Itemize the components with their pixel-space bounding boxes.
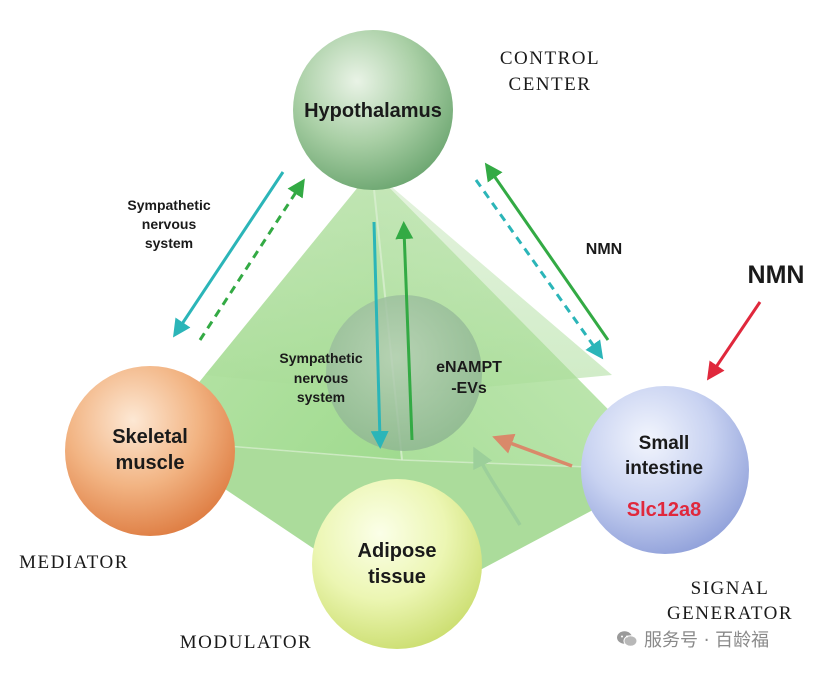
intestine-sphere bbox=[581, 386, 749, 554]
role-control-line2: CENTER bbox=[509, 74, 592, 95]
arrow-hypo-to-center-teal bbox=[370, 221, 389, 449]
intestine-gene-label: Slc12a8 bbox=[627, 499, 702, 521]
watermark: 服务号 · 百龄福 bbox=[616, 626, 769, 652]
skeletal-node: Skeletal muscle bbox=[65, 366, 235, 536]
center-node: eNAMPT -EVs bbox=[326, 295, 502, 451]
sns-left-line3: system bbox=[145, 235, 193, 251]
role-modulator: MODULATOR bbox=[180, 632, 312, 653]
wechat-icon bbox=[617, 631, 638, 647]
pyramid-face-top bbox=[205, 170, 612, 395]
intestine-label-line2: intestine bbox=[625, 458, 703, 479]
hypothalamus-label: Hypothalamus bbox=[304, 100, 442, 122]
center-sphere bbox=[326, 295, 482, 451]
arrow-intestine-to-hypo-green bbox=[484, 162, 610, 341]
watermark-text: 服务号 · 百龄福 bbox=[644, 630, 770, 651]
arrow-intestine-to-center-salmon bbox=[492, 433, 573, 468]
center-label-line2: -EVs bbox=[451, 380, 487, 397]
arrow-nmn-red bbox=[706, 301, 762, 381]
role-center-text: CENTER bbox=[509, 74, 592, 95]
arrow-adipose-to-center-pale bbox=[473, 446, 522, 526]
sns-mid-line1: Sympathetic bbox=[279, 350, 362, 366]
sns-mid-line3: system bbox=[297, 389, 345, 405]
hypothalamus-node: Hypothalamus bbox=[293, 30, 453, 190]
adipose-label-line2: tissue bbox=[368, 566, 426, 588]
skeletal-label-line2: muscle bbox=[116, 452, 185, 474]
sns-mid-line2: nervous bbox=[294, 370, 349, 386]
sns-left-line2: nervous bbox=[142, 216, 197, 232]
role-control-text: CONTROL bbox=[500, 48, 600, 69]
nmn-label-big: NMN bbox=[748, 261, 805, 289]
skeletal-label-line1: Skeletal bbox=[112, 426, 188, 448]
intestine-label-line1: Small bbox=[639, 433, 690, 454]
role-mediator: MEDIATOR bbox=[19, 552, 129, 573]
adipose-label-line1: Adipose bbox=[358, 540, 437, 562]
arrow-hypo-to-intestine-teal-dashed bbox=[474, 179, 604, 360]
role-control-line1: CONTROL bbox=[500, 48, 600, 69]
center-label-line1: eNAMPT bbox=[436, 359, 502, 376]
role-generator: GENERATOR bbox=[667, 603, 793, 624]
hypothalamus-sphere bbox=[293, 30, 453, 190]
arrow-center-to-hypo-green bbox=[395, 221, 414, 441]
sns-left-line1: Sympathetic bbox=[127, 197, 210, 213]
skeletal-sphere bbox=[65, 366, 235, 536]
role-signal: SIGNAL bbox=[691, 578, 770, 599]
adipose-node: Adipose tissue bbox=[312, 479, 482, 649]
nmn-label-small: NMN bbox=[586, 241, 622, 258]
arrow-hypo-to-skeletal-teal bbox=[173, 171, 285, 338]
arrow-skeletal-to-hypo-green-dashed bbox=[198, 178, 305, 341]
intestine-node: Small intestine Slc12a8 bbox=[581, 386, 749, 554]
adipose-sphere bbox=[312, 479, 482, 649]
